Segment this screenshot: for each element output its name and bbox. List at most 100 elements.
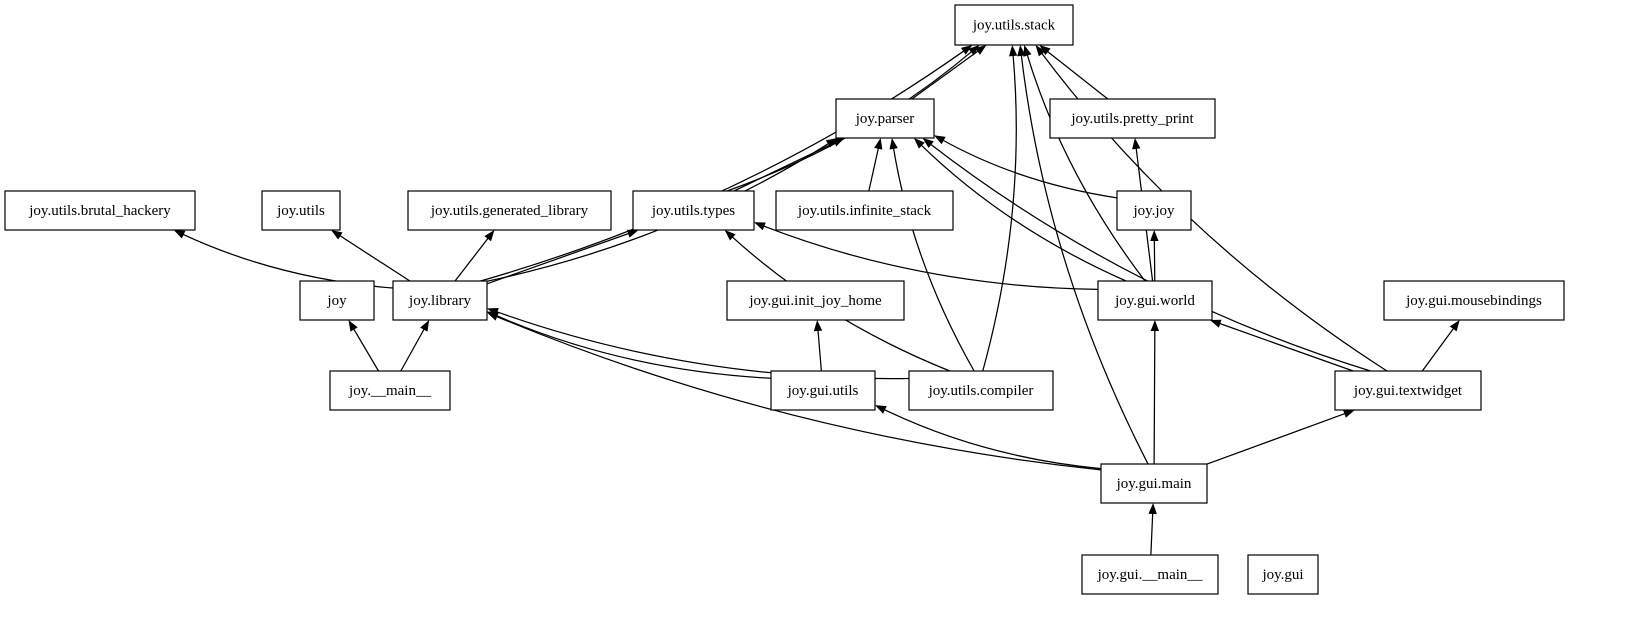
node-joy-gui[interactable]: joy.gui bbox=[1247, 554, 1319, 595]
edge-line bbox=[1020, 53, 1149, 465]
node-joy[interactable]: joy bbox=[299, 280, 375, 321]
edge-joy-main-to-joy-library bbox=[400, 320, 430, 372]
edge-arrowhead-icon bbox=[875, 405, 887, 414]
edge-line bbox=[733, 141, 837, 192]
edge-line bbox=[817, 328, 822, 372]
edge-line bbox=[1150, 511, 1154, 556]
node-joy-gui-main[interactable]: joy.gui.main bbox=[1100, 463, 1208, 504]
edge-arrowhead-icon bbox=[1035, 45, 1046, 57]
edge-line bbox=[338, 234, 411, 282]
edge-line bbox=[181, 233, 394, 289]
edge-line bbox=[762, 224, 1099, 291]
edge-arrowhead-icon bbox=[889, 138, 898, 150]
edge-arrowhead-icon bbox=[348, 320, 358, 332]
edge-arrowhead-icon bbox=[1148, 503, 1157, 515]
node-joy-gui-main[interactable]: joy.gui.__main__ bbox=[1081, 554, 1219, 595]
node-joy-gui-mousebindings[interactable]: joy.gui.mousebindings bbox=[1383, 280, 1565, 321]
edge-line bbox=[480, 49, 966, 282]
node-joy-utils-stack[interactable]: joy.utils.stack bbox=[954, 4, 1074, 46]
edge-joy-library-to-joy-utils-types bbox=[486, 229, 639, 285]
edge-arrowhead-icon bbox=[968, 45, 980, 56]
edge-joy-gui-textwidget-to-joy-utils-stack bbox=[1035, 45, 1388, 372]
edge-joy-gui-main-to-joy-gui-textwidget bbox=[1206, 409, 1355, 465]
node-joy-main[interactable]: joy.__main__ bbox=[329, 370, 451, 411]
edge-joy-library-to-joy-utils-brutal-hackery bbox=[173, 230, 394, 289]
edge-line bbox=[919, 143, 1127, 282]
node-box[interactable] bbox=[1049, 98, 1216, 139]
edge-joy-library-to-joy-utils-stack bbox=[480, 45, 973, 282]
edge-arrowhead-icon bbox=[1150, 230, 1159, 242]
edge-joy-utils-compiler-to-joy-parser bbox=[889, 138, 975, 372]
node-box[interactable] bbox=[775, 190, 954, 231]
node-joy-utils-infinite-stack[interactable]: joy.utils.infinite_stack bbox=[775, 190, 954, 231]
edge-line bbox=[1046, 50, 1109, 100]
edge-joy-library-to-joy-utils-generated-library bbox=[454, 230, 495, 282]
edge-line bbox=[1153, 328, 1156, 465]
edge-line bbox=[495, 314, 772, 379]
edge-arrowhead-icon bbox=[724, 230, 736, 241]
edge-arrowhead-icon bbox=[1449, 320, 1460, 332]
edge-line bbox=[929, 143, 1371, 372]
node-joy-utils-types[interactable]: joy.utils.types bbox=[632, 190, 755, 231]
edge-arrowhead-icon bbox=[1132, 138, 1141, 150]
node-joy-utils[interactable]: joy.utils bbox=[261, 190, 341, 231]
edge-joy-gui-world-to-joy-utils-types bbox=[754, 222, 1099, 291]
node-joy-gui-utils[interactable]: joy.gui.utils bbox=[770, 370, 876, 411]
edge-arrowhead-icon bbox=[173, 230, 186, 239]
edge-arrowhead-icon bbox=[420, 320, 430, 332]
node-joy-gui-world[interactable]: joy.gui.world bbox=[1097, 280, 1213, 321]
edge-line bbox=[486, 232, 631, 285]
edges-layer bbox=[173, 45, 1460, 556]
edge-arrowhead-icon bbox=[934, 135, 946, 145]
node-joy-gui-init-joy-home[interactable]: joy.gui.init_joy_home bbox=[726, 280, 905, 321]
edge-arrowhead-icon bbox=[1017, 45, 1026, 57]
edge-joy-gui-textwidget-to-joy-parser bbox=[922, 138, 1371, 372]
node-box[interactable] bbox=[392, 280, 488, 321]
node-joy-utils-brutal-hackery[interactable]: joy.utils.brutal_hackery bbox=[4, 190, 196, 231]
edge-joy-parser-to-joy-utils-stack bbox=[911, 45, 987, 100]
edge-joy-gui-main-to-joy-gui-world bbox=[1150, 320, 1160, 465]
node-box[interactable] bbox=[1081, 554, 1219, 595]
node-box[interactable] bbox=[835, 98, 935, 139]
node-box[interactable] bbox=[407, 190, 612, 231]
node-box[interactable] bbox=[1383, 280, 1565, 321]
edge-line bbox=[400, 327, 426, 372]
node-joy-utils-pretty-print[interactable]: joy.utils.pretty_print bbox=[1049, 98, 1216, 139]
edge-line bbox=[495, 315, 1102, 471]
node-joy-joy[interactable]: joy.joy bbox=[1116, 190, 1192, 231]
node-box[interactable] bbox=[908, 370, 1054, 411]
edge-arrowhead-icon bbox=[754, 222, 766, 231]
node-box[interactable] bbox=[299, 280, 375, 321]
edge-line bbox=[1026, 53, 1146, 282]
node-box[interactable] bbox=[1334, 370, 1482, 411]
node-box[interactable] bbox=[770, 370, 876, 411]
edge-joy-gui-main-to-joy-library bbox=[487, 312, 1102, 471]
edge-arrowhead-icon bbox=[913, 138, 925, 149]
node-box[interactable] bbox=[954, 4, 1074, 46]
edge-arrowhead-icon bbox=[1023, 45, 1032, 57]
node-joy-gui-textwidget[interactable]: joy.gui.textwidget bbox=[1334, 370, 1482, 411]
node-box[interactable] bbox=[261, 190, 341, 231]
node-box[interactable] bbox=[1247, 554, 1319, 595]
edge-arrowhead-icon bbox=[626, 229, 639, 238]
edge-arrowhead-icon bbox=[1209, 319, 1222, 328]
node-joy-library[interactable]: joy.library bbox=[392, 280, 488, 321]
node-box[interactable] bbox=[1100, 463, 1208, 504]
edge-arrowhead-icon bbox=[832, 138, 845, 147]
edge-joy-utils-compiler-to-joy-utils-stack bbox=[982, 45, 1018, 372]
node-box[interactable] bbox=[1116, 190, 1192, 231]
edge-joy-gui-textwidget-to-joy-gui-mousebindings bbox=[1421, 320, 1460, 372]
edge-line bbox=[882, 408, 1102, 470]
node-box[interactable] bbox=[726, 280, 905, 321]
node-joy-parser[interactable]: joy.parser bbox=[835, 98, 935, 139]
node-box[interactable] bbox=[329, 370, 451, 411]
node-box[interactable] bbox=[4, 190, 196, 231]
node-box[interactable] bbox=[1097, 280, 1213, 321]
edge-arrowhead-icon bbox=[1342, 409, 1355, 418]
edge-arrowhead-icon bbox=[922, 138, 934, 149]
edge-line bbox=[982, 53, 1017, 372]
node-joy-utils-compiler[interactable]: joy.utils.compiler bbox=[908, 370, 1054, 411]
edge-arrowhead-icon bbox=[874, 138, 883, 150]
node-joy-utils-generated-library[interactable]: joy.utils.generated_library bbox=[407, 190, 612, 231]
node-box[interactable] bbox=[632, 190, 755, 231]
